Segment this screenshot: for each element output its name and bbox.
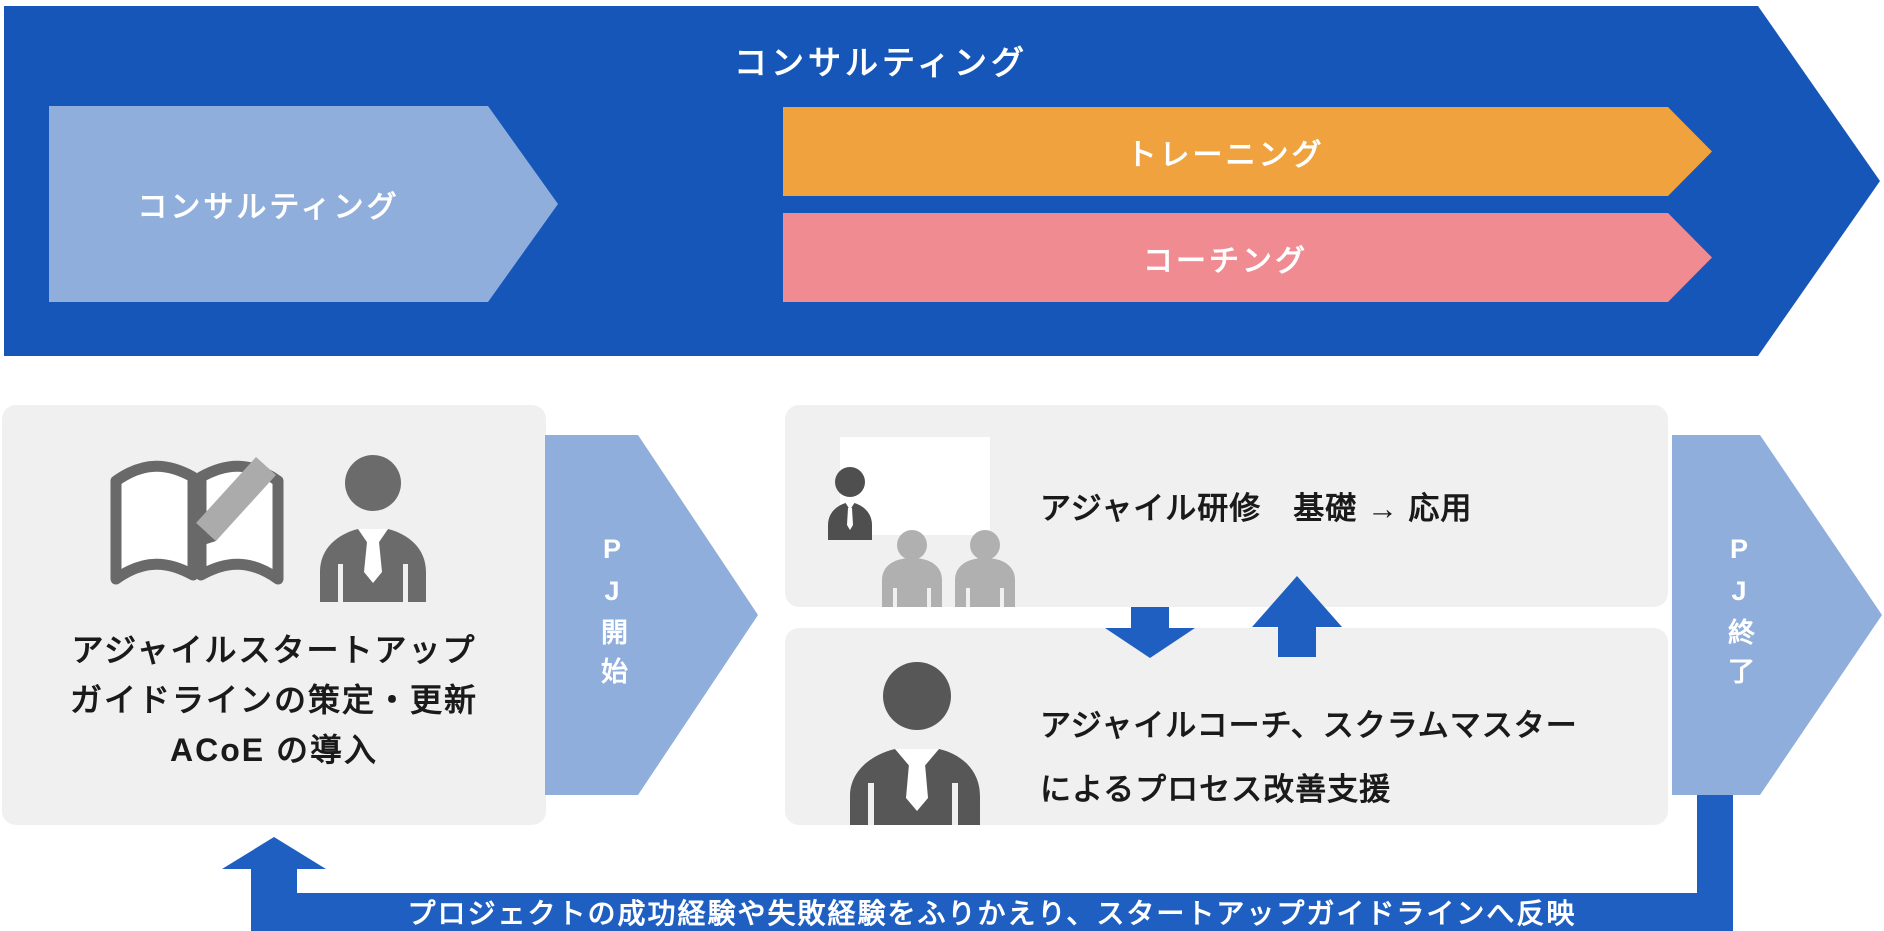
student-figure: [955, 530, 1015, 607]
guideline-box-text: アジャイルスタートアップ ガイドラインの策定・更新 ACoE の導入: [2, 625, 546, 775]
feedback-arrowhead: [222, 837, 326, 869]
guideline-line-1: アジャイルスタートアップ: [71, 632, 477, 668]
down-arrow-icon: [1105, 607, 1195, 658]
training-box-label: アジャイル研修 基礎 → 応用: [1040, 491, 1473, 526]
coaching-phase-label: コーチング: [1143, 244, 1308, 278]
feedback-label: プロジェクトの成功経験や失敗経験をふりかえり、スタートアップガイドラインへ反映: [407, 898, 1577, 929]
consulting-phase-arrow: コンサルティング: [49, 106, 558, 302]
feedback-connector: [1697, 791, 1733, 931]
consultant-icon: [320, 455, 426, 602]
coach-icon: [850, 662, 980, 825]
feedback-arrow: [222, 791, 1733, 931]
training-phase-label: トレーニング: [1126, 138, 1325, 172]
training-phase-arrow: トレーニング: [783, 107, 1712, 196]
classroom-icon: [828, 437, 1015, 607]
pj-start-label: PJ開始: [597, 534, 627, 696]
coaching-box-text: アジャイルコーチ、スクラムマスター によるプロセス改善支援: [1040, 694, 1578, 822]
teacher-figure: [828, 467, 872, 540]
book-pencil-icon: [110, 457, 284, 585]
consulting-phase-label: コンサルティング: [137, 191, 400, 224]
guideline-line-3: ACoE の導入: [169, 732, 378, 768]
pencil-tip: [188, 523, 216, 550]
guideline-line-2: ガイドラインの策定・更新: [69, 682, 478, 718]
pj-end-label: PJ終了: [1724, 534, 1754, 696]
coaching-line-2: によるプロセス改善支援: [1040, 772, 1392, 807]
coaching-phase-arrow: コーチング: [783, 213, 1712, 302]
coaching-line-1: アジャイルコーチ、スクラムマスター: [1040, 708, 1578, 743]
feedback-bar: [251, 893, 1733, 931]
exchange-arrows: [1105, 576, 1342, 658]
up-arrow-icon: [1252, 576, 1342, 657]
pj-end-arrow: PJ終了: [1672, 435, 1882, 795]
book-left-page: [110, 460, 199, 585]
student-figure: [882, 530, 942, 607]
banner-title: コンサルティング: [733, 44, 1029, 81]
pencil-body: [196, 457, 276, 541]
pj-start-arrow: PJ開始: [545, 435, 758, 795]
